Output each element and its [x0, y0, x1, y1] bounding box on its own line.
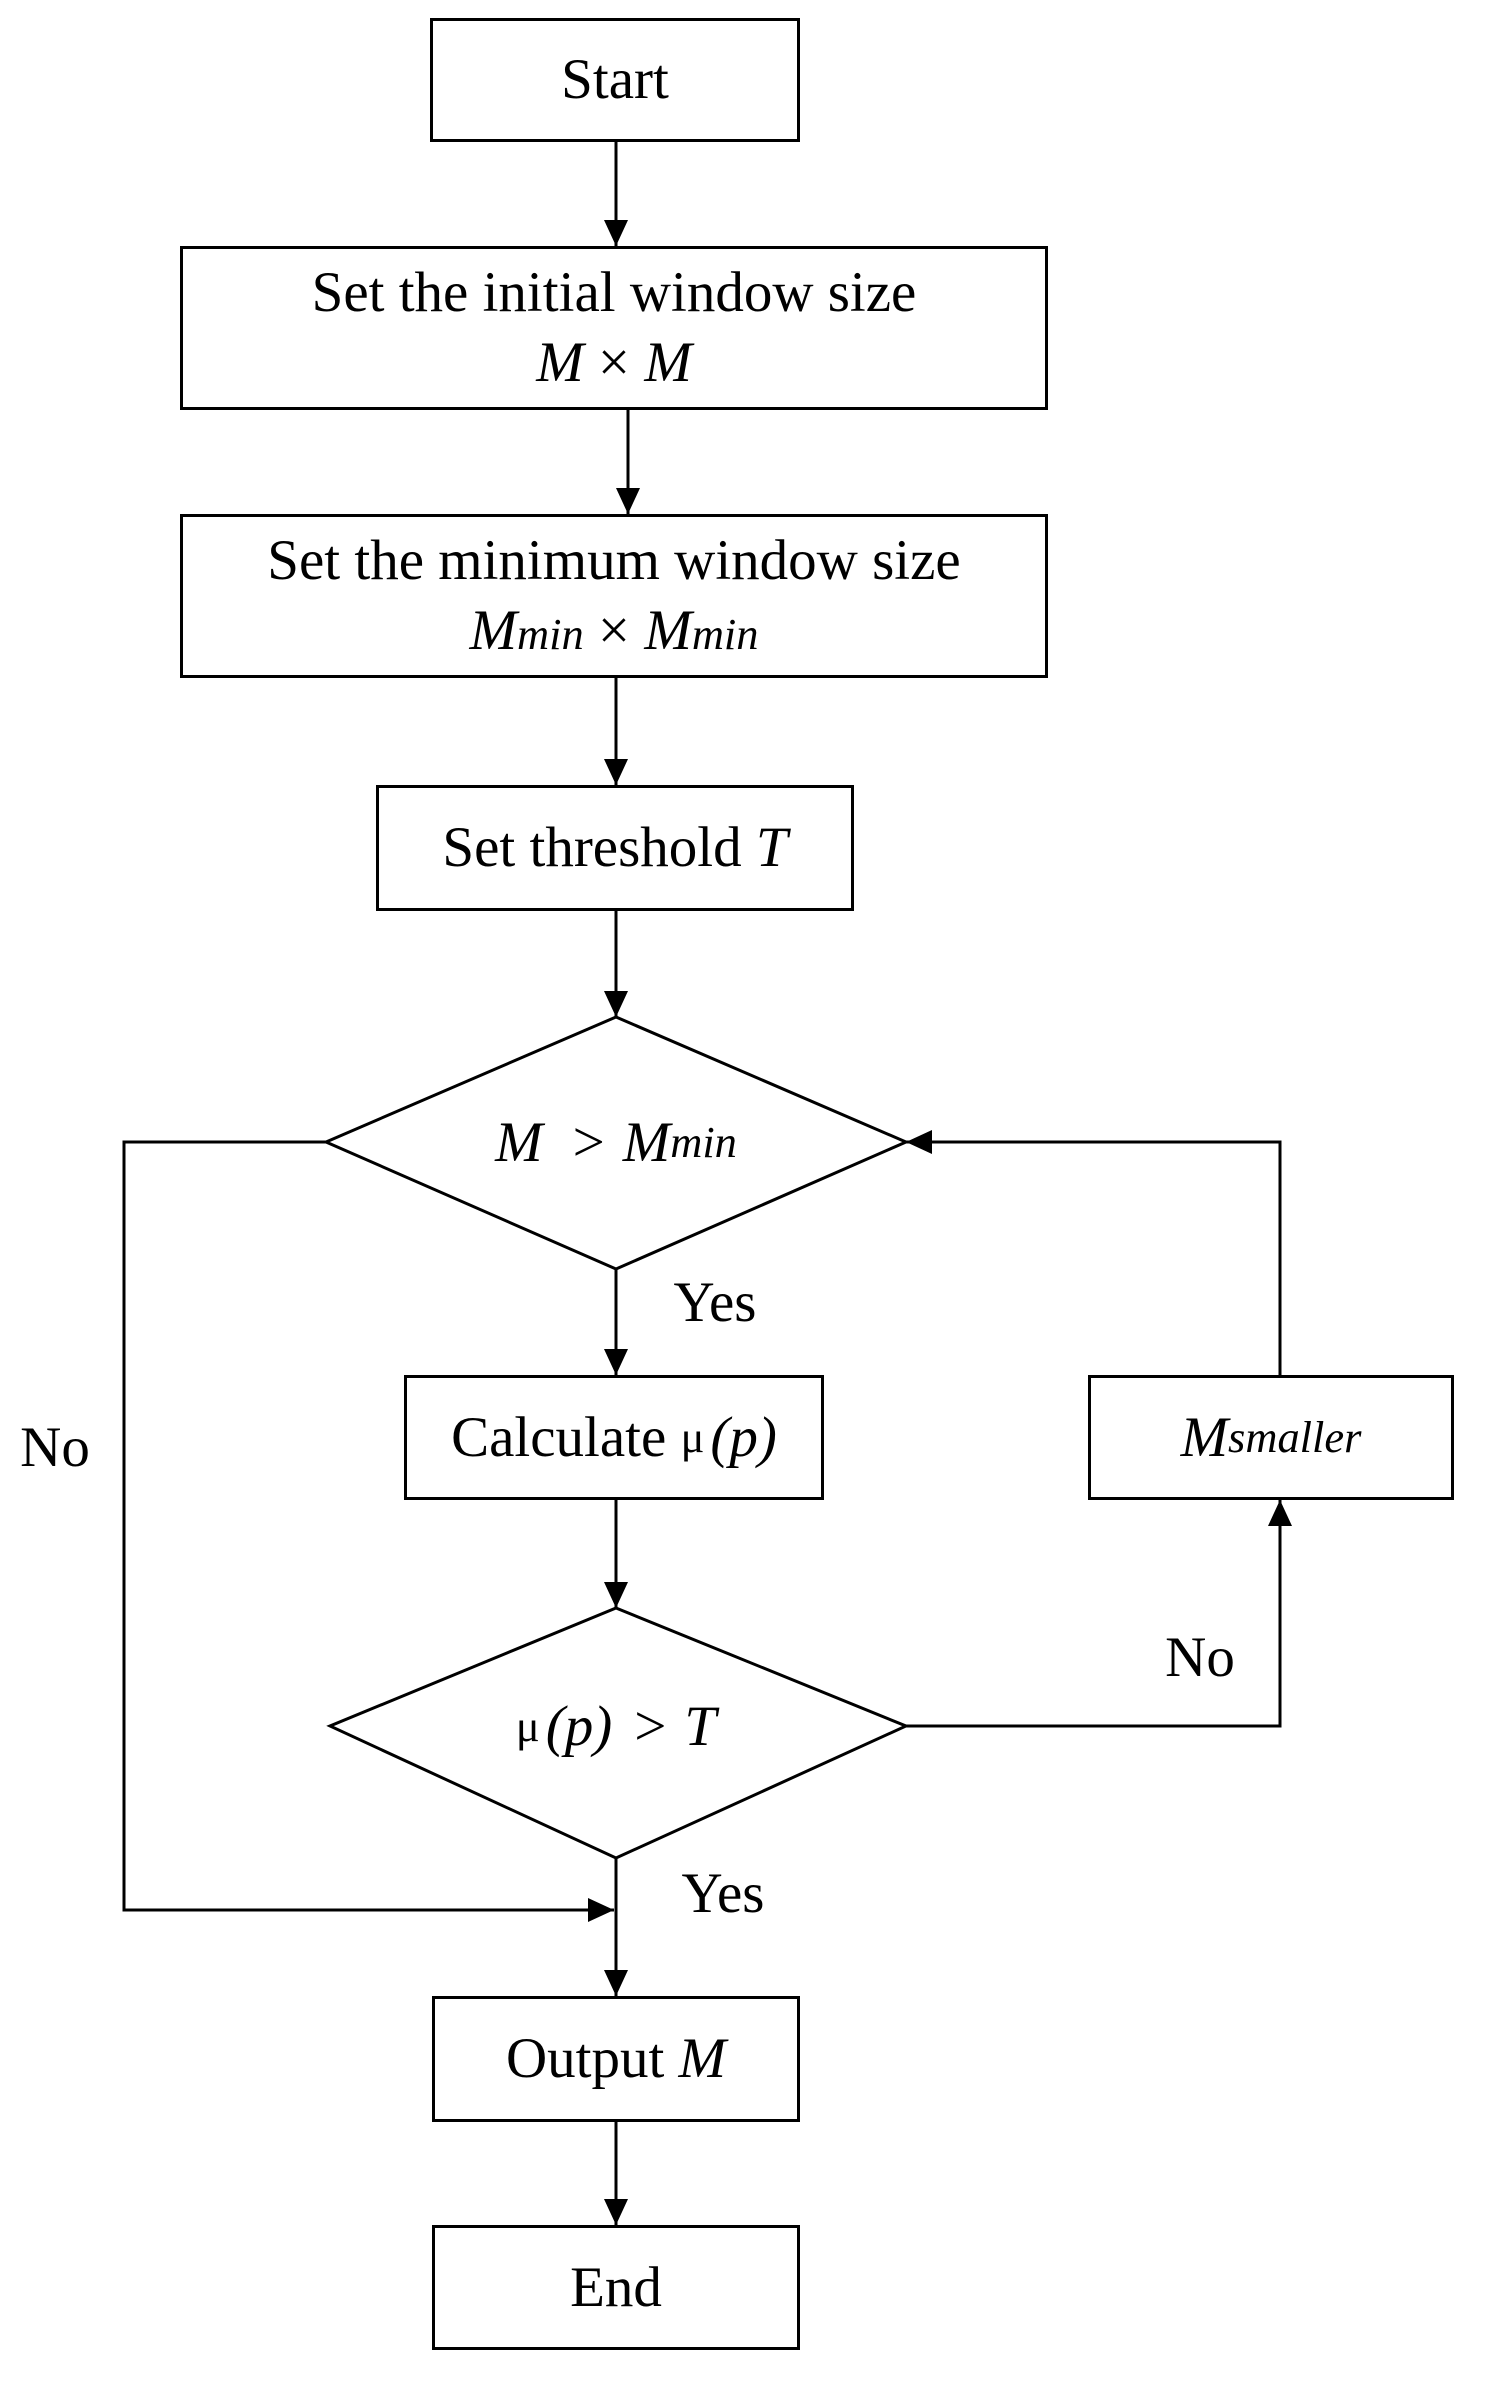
minimum-size-sub-a: min: [516, 609, 584, 659]
set-minimum-window-text: Set the minimum window size: [267, 529, 961, 593]
arrowhead-decision-mu-to-output: [604, 1970, 628, 1996]
arrowhead-minimum-to-threshold: [604, 759, 628, 785]
arrowhead-start-to-initial: [604, 220, 628, 246]
end-label: End: [570, 2255, 662, 2319]
output-node: Output M: [432, 1996, 800, 2122]
calculate-arg: (p): [710, 1405, 777, 1469]
start-label: Start: [561, 48, 669, 112]
decision-mu-diamond: [326, 1606, 910, 1860]
minimum-size-times: ×: [597, 599, 631, 662]
set-initial-window-node: Set the initial window size M × M: [180, 246, 1048, 410]
arrowhead-calculate-to-decision-mu: [604, 1582, 628, 1608]
m-smaller-var: M: [1180, 1405, 1229, 1469]
m-smaller-sub: smaller: [1228, 1412, 1362, 1463]
start-node: Start: [430, 18, 800, 142]
decision-m-diamond: [322, 1015, 910, 1271]
initial-size-var-b: M: [644, 331, 692, 394]
initial-size-times: ×: [597, 331, 631, 394]
minimum-size-expression: Mmin × Mmin: [470, 596, 759, 666]
arrowhead-threshold-to-decision-m: [604, 991, 628, 1017]
initial-size-expression: M × M: [536, 328, 692, 398]
set-initial-window-text: Set the initial window size: [311, 261, 917, 325]
decision-mu-arg: (p): [545, 1694, 613, 1758]
set-threshold-text: Set threshold: [442, 816, 756, 880]
arrowhead-m-smaller-to-decision-m: [906, 1130, 932, 1154]
decision-m-rhs: M: [622, 1110, 671, 1174]
decision-m-lhs: M: [495, 1110, 543, 1174]
arrow-decision-m-no-path: [122, 1140, 614, 1912]
set-minimum-window-node: Set the minimum window size Mmin × Mmin: [180, 514, 1048, 678]
arrowhead-output-to-end: [604, 2199, 628, 2225]
arrowhead-decision-m-to-calculate: [604, 1349, 628, 1375]
calculate-mu: μ: [680, 1412, 705, 1463]
arrowhead-decision-mu-no-path: [1268, 1500, 1292, 1526]
output-text: Output: [505, 2027, 679, 2091]
calculate-node: Calculate μ (p): [404, 1375, 824, 1500]
edge-label-no-right: No: [1165, 1625, 1235, 1689]
edge-label-no-left: No: [20, 1415, 90, 1479]
decision-m-rhs-sub: min: [670, 1117, 737, 1167]
arrow-m-smaller-to-decision-m: [906, 1140, 1282, 1375]
decision-mu-op: >: [634, 1694, 667, 1758]
calculate-text: Calculate: [451, 1405, 681, 1469]
end-node: End: [432, 2225, 800, 2350]
edge-label-yes-after-mu: Yes: [681, 1861, 765, 1925]
decision-mu-rhs: T: [684, 1694, 717, 1758]
decision-mu-mu: μ: [515, 1701, 540, 1751]
initial-size-var-a: M: [536, 331, 584, 394]
decision-mu-label: μ (p) > T: [436, 1684, 796, 1768]
minimum-size-var-b: M: [644, 599, 692, 662]
minimum-size-var-a: M: [469, 599, 517, 662]
threshold-var: T: [755, 816, 788, 880]
minimum-size-sub-b: min: [691, 609, 759, 659]
output-var: M: [678, 2027, 727, 2091]
arrowhead-decision-m-no-path: [588, 1898, 614, 1922]
set-threshold-node: Set threshold T: [376, 785, 854, 911]
arrowhead-initial-to-minimum: [616, 488, 640, 514]
decision-m-op: >: [572, 1110, 605, 1174]
edge-label-yes-after-m: Yes: [673, 1270, 757, 1334]
arrow-decision-mu-no-path: [906, 1500, 1282, 1728]
